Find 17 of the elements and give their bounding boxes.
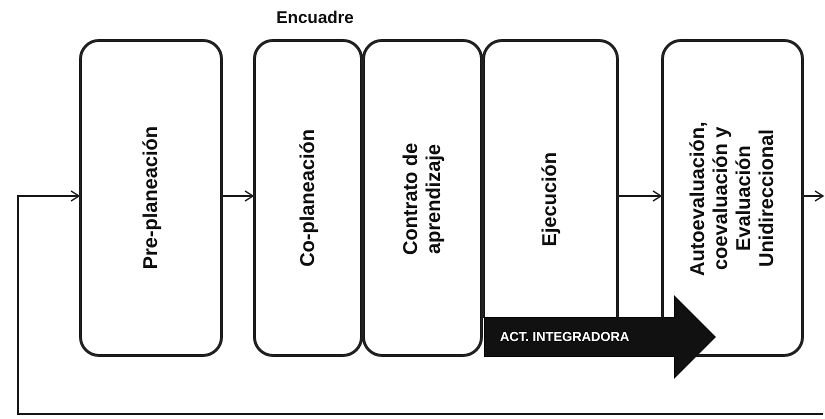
arrow	[223, 190, 254, 202]
group-heading: Encuadre	[276, 8, 354, 28]
box-label: Ejecución	[539, 152, 562, 247]
arrow	[804, 190, 824, 202]
box-label: Autoevaluación, coevaluación y Evaluación Unidireccional	[686, 120, 778, 278]
arrow	[619, 190, 662, 202]
process-box	[79, 39, 223, 357]
process-box	[362, 39, 483, 357]
arrow-label: ACT. INTEGRADORA	[500, 329, 630, 344]
box-label: Contrato de aprendizaje	[400, 140, 446, 256]
process-box	[661, 39, 804, 357]
activity-banner	[484, 295, 716, 379]
box-label: Pre-planeación	[140, 126, 162, 270]
process-box	[482, 39, 619, 318]
arrow	[17, 190, 823, 415]
box-label: Co-planeación	[296, 129, 320, 267]
process-box	[253, 39, 363, 357]
